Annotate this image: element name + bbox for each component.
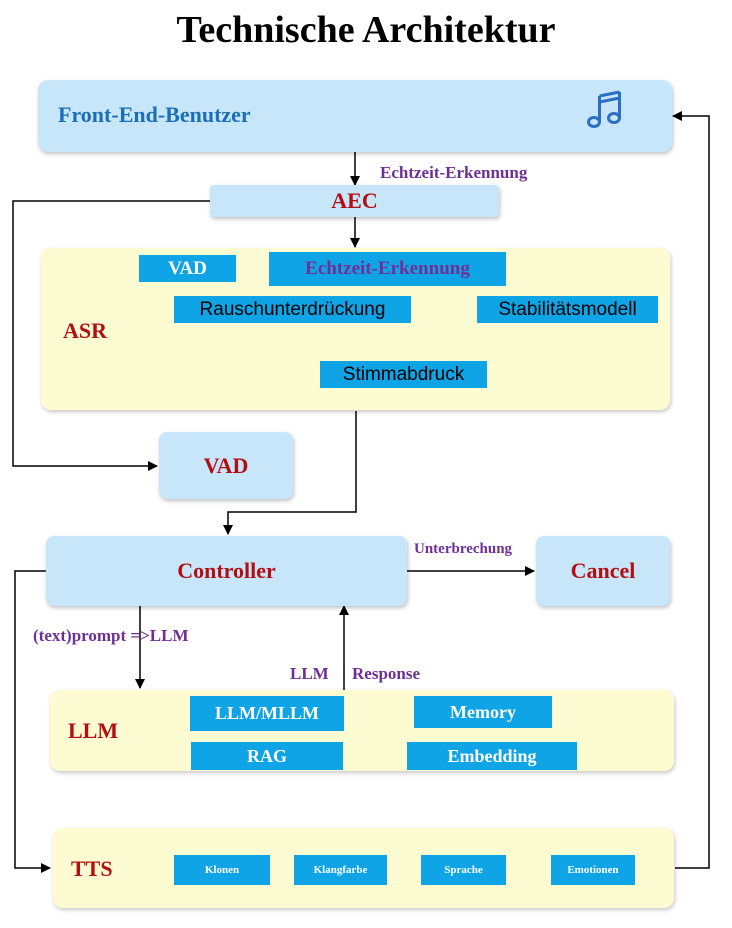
arrow-asr-controller xyxy=(223,411,357,535)
asr-echtzeit-chip: Echtzeit-Erkennung xyxy=(269,252,506,286)
cancel-label: Cancel xyxy=(570,558,636,583)
arrow-tts-frontend xyxy=(672,111,710,869)
label-prompt: (text)prompt =>LLM xyxy=(33,626,189,645)
asr-stabil-chip: Stabilitätsmodell xyxy=(477,296,658,323)
frontend-label: Front-End-Benutzer xyxy=(58,102,251,127)
label-unterbrechung: Unterbrechung xyxy=(414,541,513,557)
asr-vad-chip: VAD xyxy=(139,255,236,282)
llm-memory-chip: Memory xyxy=(414,696,552,728)
music-note-icon xyxy=(586,88,626,137)
asr-rausch-chip: Rauschunterdrückung xyxy=(174,296,411,323)
tts-chip-emotionen: Emotionen xyxy=(551,855,635,885)
llm-mllm-chip: LLM/MLLM xyxy=(190,696,344,731)
tts-chip-klangfarbe: Klangfarbe xyxy=(294,855,387,885)
vad-box: VAD xyxy=(159,432,293,499)
tts-label: TTS xyxy=(71,856,113,881)
label-echtzeit-top: Echtzeit-Erkennung xyxy=(380,163,528,182)
aec-box: AEC xyxy=(210,185,499,217)
llm-rag-chip: RAG xyxy=(191,742,343,770)
page-title: Technische Architektur xyxy=(176,9,556,51)
cancel-box: Cancel xyxy=(536,536,670,606)
arrow-controller-tts xyxy=(14,570,51,873)
llm-panel: LLM xyxy=(50,690,674,771)
vad-label: VAD xyxy=(203,452,249,478)
frontend-panel: Front-End-Benutzer xyxy=(38,80,672,152)
aec-label: AEC xyxy=(331,188,378,213)
tts-chip-sprache: Sprache xyxy=(421,855,506,885)
asr-label: ASR xyxy=(63,318,108,343)
asr-stimm-chip: Stimmabdruck xyxy=(320,361,487,388)
controller-box: Controller xyxy=(46,536,407,606)
arrow-aec-vad xyxy=(12,200,210,471)
llm-embedding-chip: Embedding xyxy=(407,742,577,770)
tts-chip-klonen: Klonen xyxy=(174,855,270,885)
controller-label: Controller xyxy=(177,558,276,583)
label-llm-response-llm: LLM xyxy=(290,664,329,683)
label-llm-response: Response xyxy=(352,664,421,683)
llm-label: LLM xyxy=(68,718,119,743)
